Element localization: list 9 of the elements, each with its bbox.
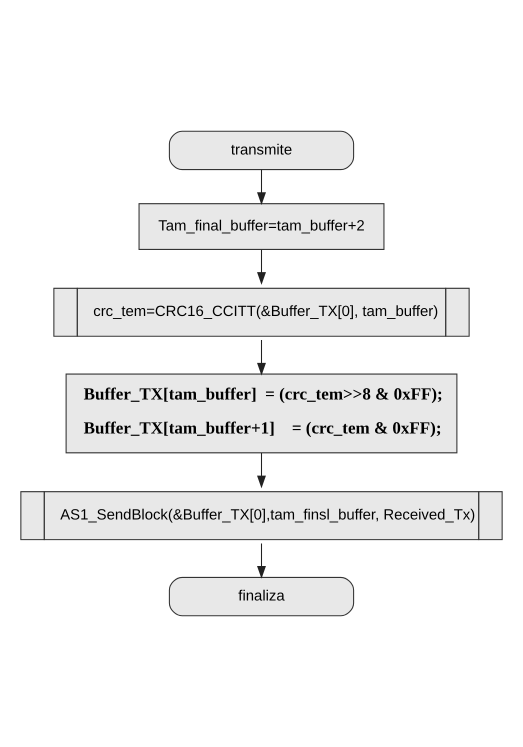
arrow (257, 340, 266, 376)
node-box: finaliza (168, 576, 354, 616)
node-box: Buffer_TX[tam_buffer] = (crc_tem>>8 & 0xFF); Buffer_TX[tam_buffer+1] = (crc_tem & 0xFF); (66, 374, 458, 454)
node-box: Tam_final_buffer=tam_buffer+2 (138, 203, 384, 250)
arrow (257, 170, 266, 206)
arrow (257, 250, 266, 285)
arrow (257, 543, 266, 579)
arrow (257, 452, 266, 488)
node-box: transmite (168, 130, 354, 170)
